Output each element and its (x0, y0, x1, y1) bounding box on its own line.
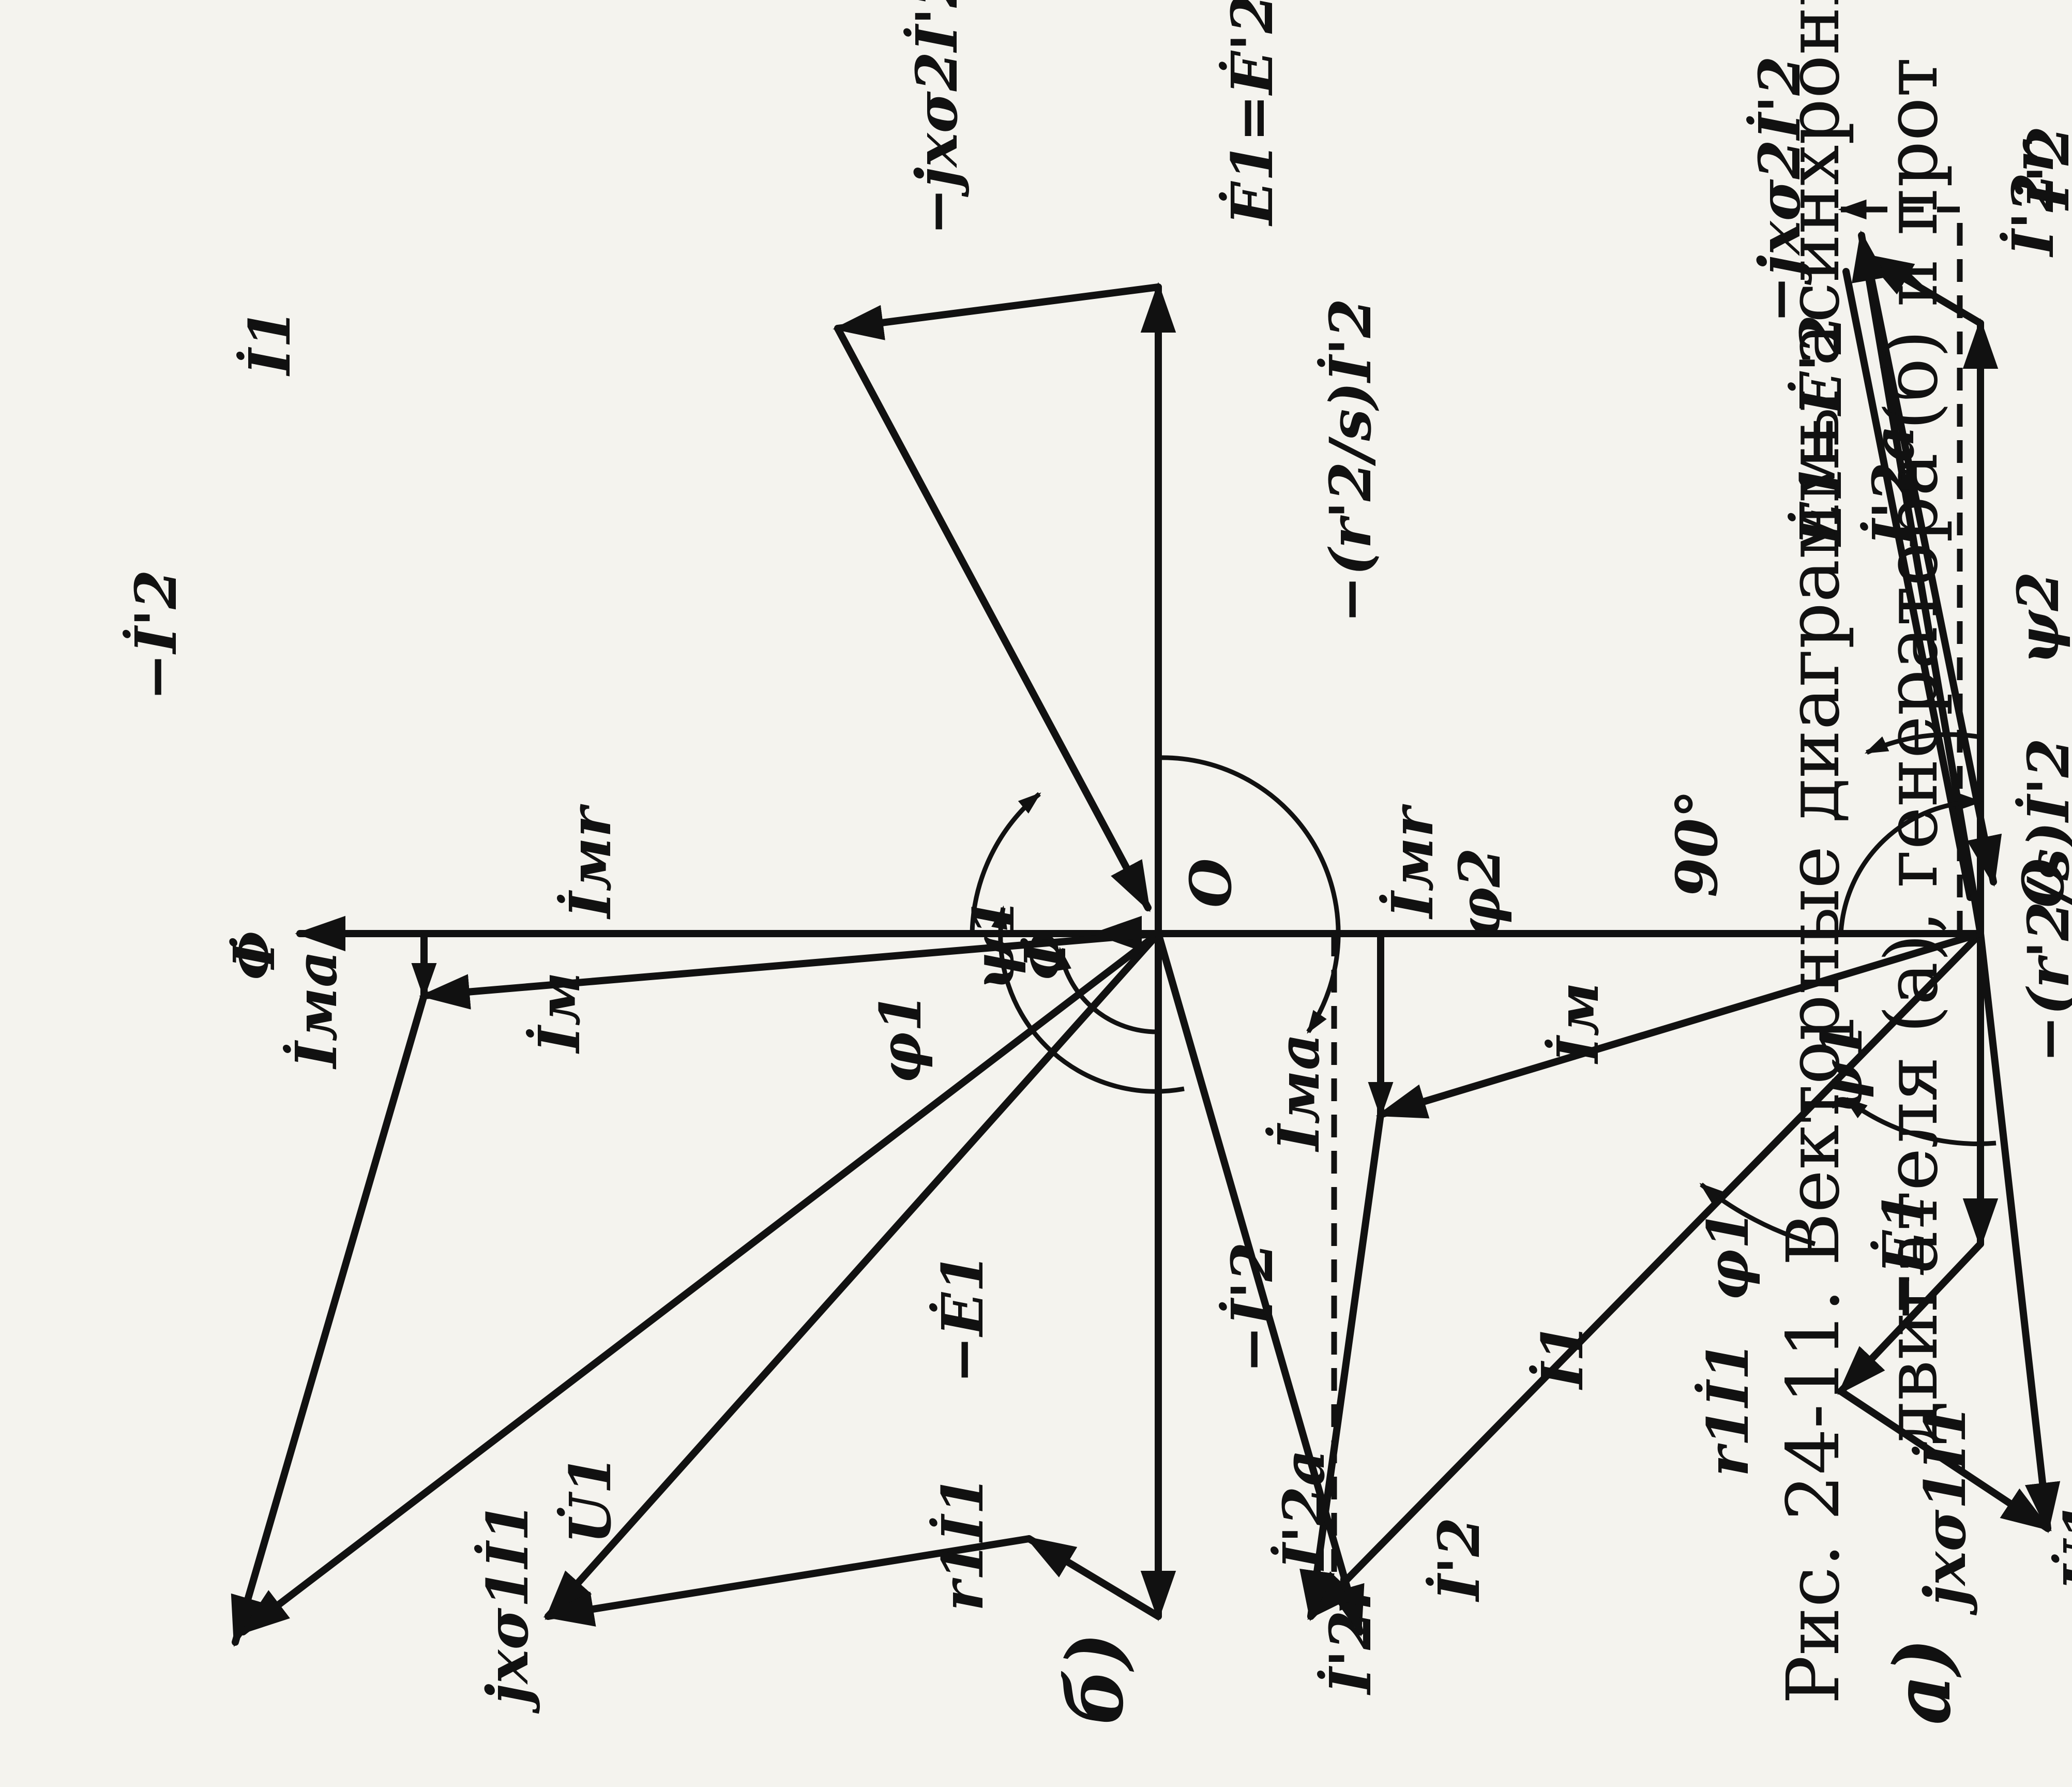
panel-a-o-label: O (2010, 858, 2072, 908)
panel-b-phi2-arc (1158, 755, 1341, 1034)
caption-line-2: двигателя (а), генератора (б) и прот (1870, 57, 1954, 1446)
panel-b-r2s-vector (834, 325, 1152, 912)
panel-b-jx2-label: −jxσ2İ'2 (903, 0, 970, 235)
panel-a-r2s-label: −(r'2/s)İ'2 (2015, 738, 2072, 1063)
panel-a-r2s-vector (1863, 252, 2002, 887)
panel-b-phi2-label: φ2 (1446, 848, 1513, 939)
panel-a-jx1i1-vector (1837, 1388, 2052, 1532)
panel-a-phi1-arc (1699, 1182, 1816, 1247)
panel-a-e1e2-label: Ė1=Ė'2 (1787, 314, 1854, 547)
panel-b-diagram: б) (122, 0, 1513, 1725)
panel-b-jx2-vector (833, 283, 1162, 340)
panel-a-psi1-label: ψ1 (1808, 1022, 1875, 1115)
panel-b-jx1-label: jxσ1İ1 (474, 1502, 541, 1714)
panel-a-phi1-label: φ1 (1695, 1210, 1761, 1301)
panel-b-u1-vector (545, 930, 1162, 1620)
panel-b-ima-label: İма (282, 951, 350, 1070)
panel-a-90-label: 90° (1663, 790, 1730, 897)
panel-b-i1-vector (239, 930, 1162, 1635)
panel-b-phi1-arc (991, 905, 1185, 1094)
panel-b-im-label: İм (525, 972, 593, 1054)
panel-b-minus-e1-label: −Ė1 (929, 1253, 996, 1384)
panel-b-r1i1-vector (1024, 1535, 1162, 1620)
panel-b-psi1-arc (1055, 947, 1159, 1034)
panel-b-imr-label: İмr (556, 804, 624, 920)
panel-a-psi1-arc (1844, 1097, 1997, 1146)
panel-a-im-label: İм (1544, 982, 1611, 1064)
panel-a-r2s-vector-double (1842, 268, 1974, 901)
panel-a-psi2-arc (1864, 732, 1981, 755)
panel-b-e1e2-label: Ė1=Ė'2 (1218, 0, 1285, 227)
panel-b-o-label: O (1177, 858, 1244, 908)
panel-a-r1i1-vector (1837, 1240, 1984, 1395)
panel-a-i1-label: İ1 (1529, 1323, 1596, 1390)
panel-b-phi1-arc-2 (970, 792, 1041, 934)
panel-b-i2-label: İ'2 (1425, 1517, 1492, 1602)
panel-a-u1-vector (1977, 930, 2061, 1534)
panel-b-r1-label: r1İ1 (929, 1476, 996, 1612)
panel-b-jx1i1-vector (543, 1535, 1033, 1627)
panel-a-i2-label: İ'2 (2015, 126, 2072, 211)
panel-a-im-vector (1375, 930, 1984, 1119)
panel-a-i1-vector (1307, 930, 1984, 1620)
panel-b-phi1-label: φ1 (867, 993, 934, 1084)
panel-a-i2a-label: İ'2а (1859, 425, 1927, 547)
panel-a-imr-label: İмr (1379, 804, 1446, 920)
panel-a-psi2-label: ψ2 (2005, 572, 2071, 665)
caption-line-1: Рис. 24-11. Векторные диаграммы асинхрон… (1772, 0, 1856, 1704)
panel-b-psi1-label: ψ1 (960, 897, 1027, 990)
panel-a-ima-label: İма (1265, 1033, 1332, 1152)
panel-a-i2r-label: İ'2r (1999, 139, 2066, 258)
panel-b-i2-vector (1155, 930, 1365, 1637)
panel-b-im-vector (419, 930, 1162, 1010)
panel-b-minus-i2-label: −İ'2 (122, 569, 189, 701)
panel-b-minus-i2-vector (231, 992, 428, 1647)
panel-a-letter: а) (1877, 1638, 1968, 1725)
panel-a-jx2-label: −jxσ2İ'2 (1746, 56, 1813, 323)
panel-b-i2a-label: İ'2а (1270, 1449, 1337, 1571)
panel-b-r2s-label: −(r'2/s)İ'2 (1317, 298, 1384, 623)
panel-a-u1-label: U̇1 (2051, 1501, 2072, 1590)
panel-a-minus-e1-label: −Ė1 (1870, 1191, 1937, 1322)
panel-b-letter: б) (1050, 1632, 1141, 1725)
panel-b-i1-label: İ1 (236, 309, 303, 377)
panel-a-jx1-label: jxσ1İ1 (1911, 1404, 1978, 1616)
panel-b-u1-label: U̇1 (556, 1455, 624, 1544)
panel-a-minus-i2-vector (1299, 1111, 1384, 1621)
panel-b-phi-label: Φ̇ (221, 930, 288, 980)
panel-a-r1-label: r1İ1 (1694, 1341, 1761, 1477)
figure-caption: Рис. 24-11. Векторные диаграммы асинхрон… (1772, 0, 1954, 1704)
panel-a-90-arc (1838, 793, 1983, 934)
panel-b-i2r-label: İ'2r (1317, 1576, 1384, 1695)
panel-a-diagram: а) (1012, 56, 2072, 1725)
